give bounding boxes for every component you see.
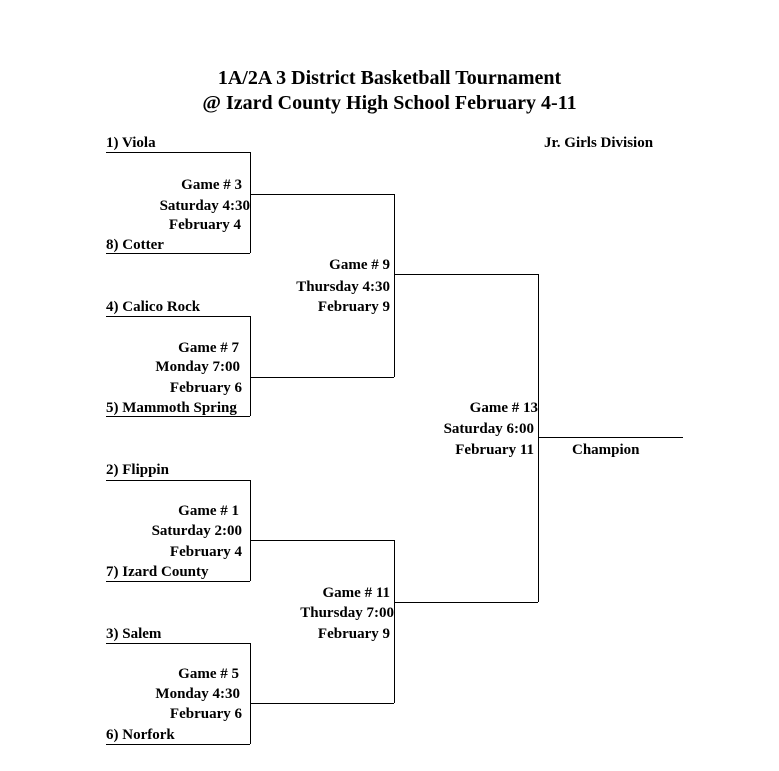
game-9-time: Thursday 4:30 — [296, 279, 390, 295]
game-13-number: Game # 13 — [469, 400, 538, 416]
line-champion — [538, 437, 683, 438]
line-mammoth-spring — [106, 416, 250, 417]
game-5-date: February 6 — [169, 706, 242, 722]
team-salem: 3) Salem — [106, 626, 162, 642]
connector-game-9 — [394, 194, 395, 377]
line-izard-county — [106, 581, 250, 582]
team-mammoth-spring: 5) Mammoth Spring — [106, 400, 237, 416]
game-3-number: Game # 3 — [181, 177, 242, 193]
line-winner-game-3 — [250, 194, 394, 195]
line-winner-game-11 — [394, 602, 538, 603]
line-winner-game-9 — [394, 274, 538, 275]
title-line-2: @ Izard County High School February 4-11 — [202, 92, 577, 114]
game-3-time: Saturday 4:30 — [159, 198, 250, 214]
line-winner-game-5 — [250, 703, 394, 704]
connector-game-3 — [250, 152, 251, 253]
game-3-date: February 4 — [168, 217, 241, 233]
game-13-date: February 11 — [455, 442, 534, 458]
game-11-date: February 9 — [317, 626, 390, 642]
connector-game-13 — [538, 274, 539, 602]
division-label: Jr. Girls Division — [544, 135, 654, 151]
team-flippin: 2) Flippin — [106, 462, 169, 478]
game-11-number: Game # 11 — [322, 585, 391, 601]
team-viola: 1) Viola — [106, 135, 156, 151]
game-1-date: February 4 — [169, 544, 242, 560]
game-1-number: Game # 1 — [178, 503, 239, 519]
line-salem — [106, 643, 250, 644]
line-norfork — [106, 744, 250, 745]
connector-game-1 — [250, 480, 251, 581]
line-winner-game-1 — [250, 540, 394, 541]
team-izard-county: 7) Izard County — [106, 564, 209, 580]
game-7-date: February 6 — [169, 380, 242, 396]
connector-game-11 — [394, 540, 395, 703]
game-5-number: Game # 5 — [178, 666, 239, 682]
line-flippin — [106, 480, 250, 481]
line-calico-rock — [106, 316, 250, 317]
team-cotter: 8) Cotter — [106, 237, 164, 253]
game-7-time: Monday 7:00 — [155, 359, 240, 375]
game-1-time: Saturday 2:00 — [151, 523, 242, 539]
team-calico-rock: 4) Calico Rock — [106, 299, 201, 315]
line-viola — [106, 152, 250, 153]
line-cotter — [106, 253, 250, 254]
game-11-time: Thursday 7:00 — [300, 605, 394, 621]
title-line-1: 1A/2A 3 District Basketball Tournament — [217, 67, 562, 89]
game-7-number: Game # 7 — [178, 340, 239, 356]
connector-game-5 — [250, 643, 251, 744]
game-9-number: Game # 9 — [329, 257, 390, 273]
champion-label: Champion — [572, 442, 640, 458]
connector-game-7 — [250, 316, 251, 416]
game-5-time: Monday 4:30 — [155, 686, 240, 702]
team-norfork: 6) Norfork — [106, 727, 175, 743]
game-13-time: Saturday 6:00 — [443, 421, 534, 437]
line-winner-game-7 — [250, 377, 394, 378]
game-9-date: February 9 — [317, 299, 390, 315]
